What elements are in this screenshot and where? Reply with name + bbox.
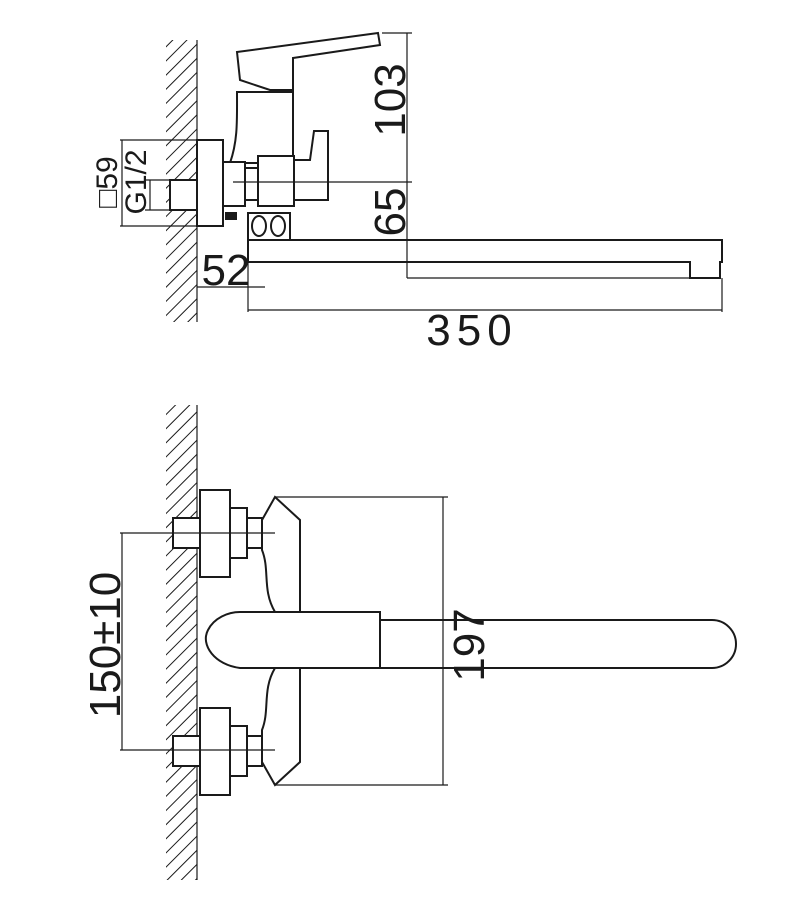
nut [244, 167, 259, 201]
connector [222, 161, 246, 207]
body-upper [261, 495, 301, 613]
dimension-lines-side [120, 32, 723, 312]
dim-thread-g12: G1/2 [120, 149, 153, 214]
wall-hatch-bottom [166, 405, 197, 880]
wall-flange [196, 139, 224, 227]
dim-flange-59: □59 [91, 156, 124, 208]
connector-lower [246, 735, 263, 767]
dim-65: 65 [366, 188, 415, 237]
dim-103: 103 [366, 63, 415, 136]
dim-52: 52 [202, 246, 251, 295]
diverter-knob [293, 130, 329, 201]
handle-lever [235, 31, 382, 91]
o-ring-left [251, 215, 267, 237]
dim-197: 197 [445, 608, 494, 681]
dim-150-pm-10: 150±10 [81, 572, 130, 719]
dim-350: 350 [426, 306, 517, 355]
inlet-pipe [169, 179, 198, 211]
inlet-lower [172, 735, 201, 767]
o-ring-right [270, 215, 286, 237]
dimension-lines-front [120, 496, 448, 786]
cartridge-body [228, 91, 294, 164]
flange-lower [199, 707, 231, 796]
spout-front [379, 619, 737, 669]
front-view: 197 150±10 [81, 405, 737, 880]
body-block [257, 155, 295, 207]
thread-detail [225, 212, 237, 220]
spout [247, 239, 723, 279]
body-lower [261, 667, 301, 787]
nut-lower [229, 725, 248, 777]
handle-front [204, 611, 381, 669]
side-view: 103 65 52 350 □59 G1/2 [91, 31, 723, 355]
